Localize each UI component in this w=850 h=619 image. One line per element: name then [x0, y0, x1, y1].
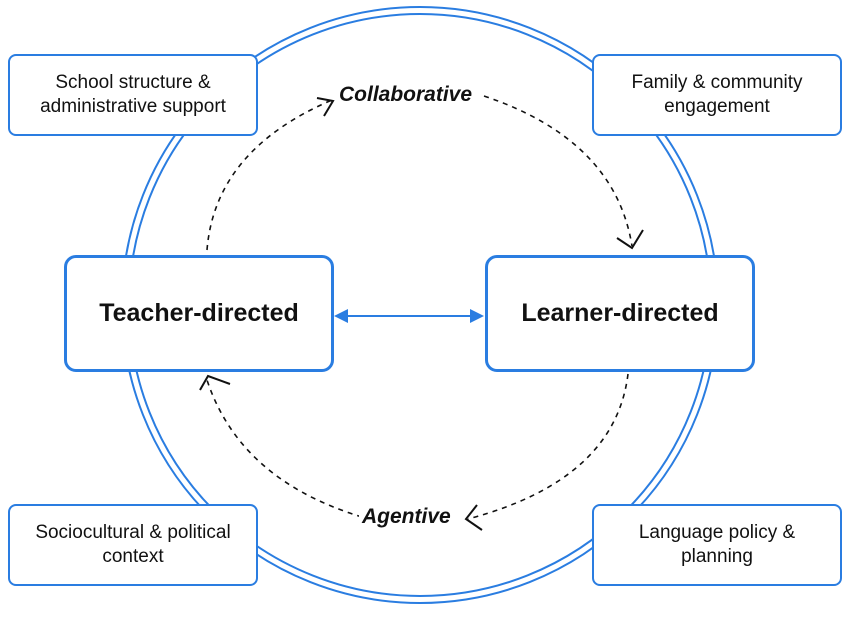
- corner-box-family-community: Family & community engagement: [592, 54, 842, 136]
- agentive-arrowhead-left: [199, 374, 231, 391]
- corner-label-bottom-right: Language policy & planning: [638, 522, 796, 567]
- collaborative-arc-right: [483, 95, 633, 247]
- collaborative-label: Collaborative: [336, 82, 476, 108]
- corner-label-top-right: Family & community engagement: [631, 72, 803, 117]
- corner-label-top-left: School structure & administrative suppor…: [40, 72, 226, 117]
- bidirectional-arrowhead-right: [470, 309, 484, 323]
- corner-label-bottom-left: Sociocultural & political context: [35, 522, 231, 567]
- learner-directed-box: Learner-directed: [485, 255, 755, 372]
- collaborative-arrowhead-left: [316, 97, 335, 117]
- collaborative-arrowhead-right: [616, 229, 644, 250]
- teacher-directed-box: Teacher-directed: [64, 255, 334, 372]
- agentive-arc-left: [206, 379, 363, 518]
- agentive-arc-right: [467, 373, 629, 520]
- corner-box-language-policy: Language policy & planning: [592, 504, 842, 586]
- learner-directed-label: Learner-directed: [521, 299, 719, 327]
- agentive-arrowhead-bottom: [464, 504, 483, 531]
- teacher-directed-label: Teacher-directed: [99, 299, 299, 327]
- corner-box-school-structure: School structure & administrative suppor…: [8, 54, 258, 136]
- bidirectional-arrowhead-left: [334, 309, 348, 323]
- collaborative-arc-left: [206, 99, 333, 251]
- agentive-label: Agentive: [359, 504, 454, 530]
- corner-box-sociocultural: Sociocultural & political context: [8, 504, 258, 586]
